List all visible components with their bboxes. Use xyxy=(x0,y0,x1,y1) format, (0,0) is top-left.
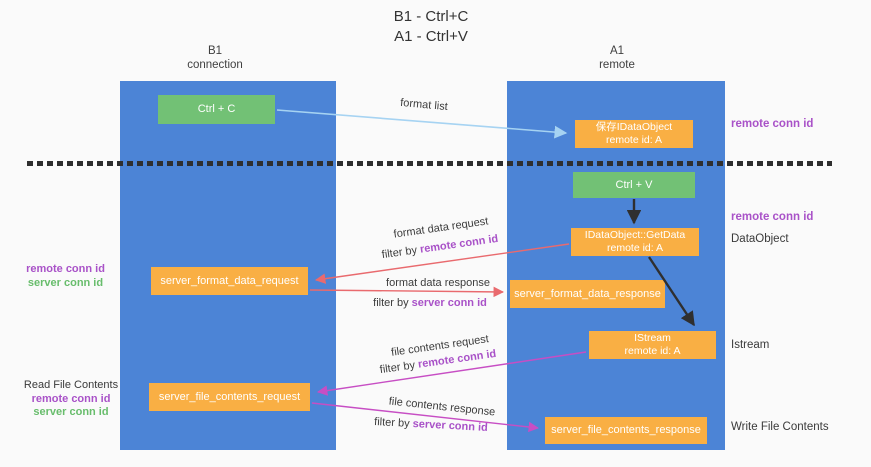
node-idataobject-getdata-line2: remote id: A xyxy=(606,242,664,254)
node-ctrl-v: Ctrl + V xyxy=(573,172,695,198)
node-save-idataobject: 保存IDataObject remote id: A xyxy=(575,120,693,148)
left-remote-conn-id-label: remote conn id xyxy=(26,263,105,275)
istream-label: Istream xyxy=(731,339,770,351)
edge-label-file-contents-response: file contents response xyxy=(388,395,496,419)
filter-by-text: filter by xyxy=(373,297,412,309)
left-side-read-file-contents: Read File Contents remote conn id server… xyxy=(20,379,122,420)
node-save-idataobject-line2: remote id: A xyxy=(605,134,663,146)
server-conn-id-text: server conn id xyxy=(411,297,487,309)
left-column-subtitle: connection xyxy=(187,59,243,71)
left-column-header: B1 connection xyxy=(155,44,275,72)
node-save-idataobject-line1: 保存IDataObject xyxy=(595,121,673,133)
node-server-file-contents-request: server_file_contents_request xyxy=(149,383,310,411)
node-ctrl-c: Ctrl + C xyxy=(158,95,275,124)
edge-label-filter-server-1: filter by server conn id xyxy=(373,297,487,309)
right-remote-conn-id-top: remote conn id xyxy=(731,118,814,130)
left-remote-conn-id-label-2: remote conn id xyxy=(31,392,111,405)
node-server-file-contents-request-label: server_file_contents_request xyxy=(158,390,301,403)
node-ctrl-v-label: Ctrl + V xyxy=(615,178,653,191)
right-column-subtitle: remote xyxy=(599,59,635,71)
diagram-title: B1 - Ctrl+C A1 - Ctrl+V xyxy=(331,7,531,47)
dashed-separator-line xyxy=(27,161,832,166)
edge-label-format-list: format list xyxy=(399,96,449,114)
left-side-conn-ids: remote conn id server conn id xyxy=(18,262,113,290)
node-istream: IStream remote id: A xyxy=(589,331,716,359)
left-server-conn-id-label: server conn id xyxy=(27,277,104,289)
right-remote-conn-id-mid: remote conn id xyxy=(731,211,814,223)
node-istream-line2: remote id: A xyxy=(624,345,681,357)
filter-by-text: filter by xyxy=(381,243,421,262)
write-file-contents-label: Write File Contents xyxy=(731,421,829,433)
node-istream-line1: IStream xyxy=(634,332,671,344)
dataobject-label: DataObject xyxy=(731,233,789,245)
filter-by-text: filter by xyxy=(373,416,413,431)
edge-label-format-data-response: format data response xyxy=(386,277,490,289)
node-server-format-data-response-label: server_format_data_response xyxy=(514,287,661,300)
edge-label-filter-server-2: filter by server conn id xyxy=(374,416,488,434)
remote-conn-id-text: remote conn id xyxy=(419,232,499,256)
title-line-1: B1 - Ctrl+C xyxy=(393,8,469,25)
right-column-header: A1 remote xyxy=(557,44,677,72)
node-server-format-data-response: server_format_data_response xyxy=(510,280,665,308)
filter-by-text: filter by xyxy=(379,358,419,377)
node-idataobject-getdata-line1: IDataObject::GetData xyxy=(584,229,686,241)
title-line-2: A1 - Ctrl+V xyxy=(394,28,468,45)
node-server-file-contents-response: server_file_contents_response xyxy=(545,417,707,444)
node-server-format-data-request: server_format_data_request xyxy=(151,267,308,295)
left-server-conn-id-label-2: server conn id xyxy=(33,406,109,418)
node-server-file-contents-response-label: server_file_contents_response xyxy=(551,424,701,436)
server-conn-id-text: server conn id xyxy=(412,418,489,434)
right-column-name: A1 xyxy=(609,45,625,57)
arrow-format-data-response xyxy=(309,286,505,298)
left-column-name: B1 xyxy=(207,45,223,57)
node-idataobject-getdata: IDataObject::GetData remote id: A xyxy=(571,228,699,256)
node-server-format-data-request-label: server_format_data_request xyxy=(160,274,299,287)
read-file-contents-label: Read File Contents xyxy=(23,379,119,391)
node-ctrl-c-label: Ctrl + C xyxy=(197,103,236,115)
